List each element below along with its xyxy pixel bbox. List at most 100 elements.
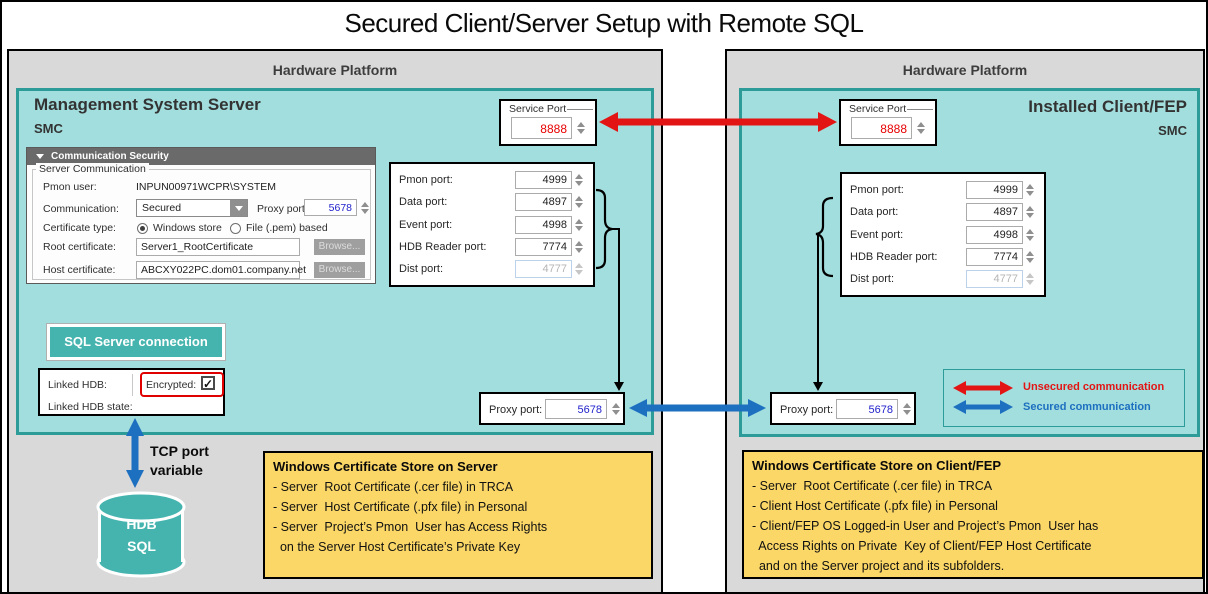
port-box-right: Pmon port:4999 Data port:4897 Event port…	[840, 172, 1046, 297]
management-server-title: Management System Server	[34, 95, 261, 114]
spinner[interactable]	[609, 399, 622, 419]
spinner[interactable]	[574, 117, 587, 139]
port-label: Data port:	[399, 196, 448, 209]
spinner-up-icon[interactable]	[360, 201, 369, 207]
server-communication-label: Server Communication	[36, 163, 149, 175]
spinner-down-icon[interactable]	[576, 129, 585, 134]
port-input[interactable]: 4998	[515, 215, 572, 234]
port-input[interactable]: 4998	[966, 225, 1023, 244]
port-label: Event port:	[850, 228, 904, 241]
spinner-down-icon	[1025, 280, 1034, 285]
port-label: HDB Reader port:	[850, 250, 938, 263]
port-input: 4777	[515, 260, 572, 278]
chevron-down-icon	[234, 205, 243, 211]
proxy-port-input[interactable]: 5678	[304, 199, 357, 216]
tcp-port-note: TCP port variable	[150, 442, 209, 480]
browse-root-button[interactable]: Browse...	[314, 239, 365, 255]
spinner-up-icon[interactable]	[1025, 250, 1034, 256]
spinner-up-icon[interactable]	[574, 196, 583, 202]
spinner-up-icon[interactable]	[1025, 184, 1034, 189]
spinner-up-icon[interactable]	[916, 122, 925, 127]
radio-file-pem[interactable]	[230, 223, 241, 234]
communication-dropdown[interactable]: Secured	[136, 199, 248, 217]
installed-client-subtitle: SMC	[1158, 123, 1187, 138]
spinner	[572, 263, 585, 275]
port-label: Dist port:	[399, 263, 444, 275]
spinner[interactable]	[900, 399, 913, 419]
spinner[interactable]	[1023, 184, 1036, 196]
spinner-down-icon[interactable]	[902, 410, 911, 415]
spinner	[1023, 273, 1036, 285]
spinner-up-icon[interactable]	[574, 174, 583, 179]
sql-server-connection-button[interactable]: SQL Server connection	[47, 324, 225, 360]
port-input[interactable]: 4999	[966, 181, 1023, 199]
communication-label: Communication:	[43, 203, 119, 215]
spinner[interactable]	[1023, 228, 1036, 241]
spinner-down-icon	[574, 270, 583, 275]
spinner-up-icon[interactable]	[574, 218, 583, 224]
spinner[interactable]	[358, 199, 371, 216]
spinner-down-icon[interactable]	[916, 129, 925, 134]
spinner-down-icon[interactable]	[360, 208, 369, 214]
port-input[interactable]: 4897	[966, 203, 1023, 222]
port-label: Event port:	[399, 218, 453, 231]
port-input[interactable]: 4999	[515, 171, 572, 189]
communication-security-header[interactable]: Communication Security	[27, 148, 375, 165]
port-row: HDB Reader port: 7774	[399, 237, 585, 257]
port-label: Pmon port:	[399, 174, 453, 186]
spinner[interactable]	[572, 240, 585, 253]
spinner-up-icon[interactable]	[902, 403, 911, 408]
service-port-input[interactable]: 8888	[851, 117, 912, 139]
spinner[interactable]	[572, 174, 585, 186]
collapse-arrow-icon[interactable]	[36, 154, 44, 159]
spinner-down-icon[interactable]	[574, 247, 583, 253]
spinner[interactable]	[1023, 206, 1036, 219]
spinner[interactable]	[572, 196, 585, 209]
linked-hdb-state-label: Linked HDB state:	[48, 401, 133, 413]
spinner-up-icon[interactable]	[576, 122, 585, 127]
legend-secured-label: Secured communication	[1023, 401, 1151, 413]
spinner-down-icon[interactable]	[1025, 235, 1034, 241]
browse-host-button[interactable]: Browse...	[314, 262, 365, 278]
proxy-port-input[interactable]: 5678	[545, 399, 607, 419]
encrypted-highlight	[140, 372, 224, 397]
spinner-up-icon[interactable]	[1025, 206, 1034, 212]
divider	[132, 374, 133, 396]
port-input[interactable]: 7774	[966, 247, 1023, 266]
proxy-port-input[interactable]: 5678	[836, 399, 898, 419]
port-input[interactable]: 4897	[515, 193, 572, 212]
linked-hdb-panel: Linked HDB: Encrypted: ✓ Linked HDB stat…	[38, 368, 225, 416]
port-label: HDB Reader port:	[399, 240, 487, 253]
spinner-down-icon[interactable]	[1025, 191, 1034, 196]
spinner-up-icon[interactable]	[574, 240, 583, 246]
host-certificate-input[interactable]: ABCXY022PC.dom01.company.net	[136, 261, 306, 279]
cert-store-line: - Server Root Certificate (.cer file) in…	[273, 480, 514, 494]
hardware-platform-right-label: Hardware Platform	[902, 62, 1028, 78]
cert-store-line: Access Rights on Private Key of Client/F…	[752, 539, 1092, 553]
spinner-down-icon[interactable]	[574, 181, 583, 186]
dropdown-button[interactable]	[230, 200, 247, 216]
cert-store-line: - Client/FEP OS Logged-in User and Proje…	[752, 519, 1099, 533]
encrypted-checkbox[interactable]: ✓	[201, 376, 215, 391]
port-row: HDB Reader port: 7774	[850, 247, 1036, 267]
radio-windows-store[interactable]	[137, 223, 148, 234]
port-row: Event port: 4998	[850, 225, 1036, 245]
spinner-up-icon[interactable]	[1025, 228, 1034, 234]
root-certificate-input[interactable]: Server1_RootCertificate	[136, 238, 300, 256]
proxy-port-label: Proxy port:	[780, 404, 834, 416]
spinner-down-icon[interactable]	[574, 225, 583, 231]
service-port-input[interactable]: 8888	[511, 117, 572, 139]
spinner[interactable]	[572, 218, 585, 231]
spinner-down-icon[interactable]	[574, 203, 583, 209]
service-port-label: Service Port	[849, 103, 907, 115]
spinner-up-icon[interactable]	[611, 403, 620, 408]
cert-store-note-server: Windows Certificate Store on Server - Se…	[263, 451, 653, 579]
spinner[interactable]	[914, 117, 927, 139]
spinner-down-icon[interactable]	[611, 410, 620, 415]
port-input[interactable]: 7774	[515, 237, 572, 256]
cert-store-note-client: Windows Certificate Store on Client/FEP …	[742, 450, 1204, 579]
spinner-down-icon[interactable]	[1025, 213, 1034, 219]
spinner[interactable]	[1023, 250, 1036, 263]
spinner-down-icon[interactable]	[1025, 257, 1034, 263]
service-port-box-right: Service Port 8888	[839, 99, 937, 146]
